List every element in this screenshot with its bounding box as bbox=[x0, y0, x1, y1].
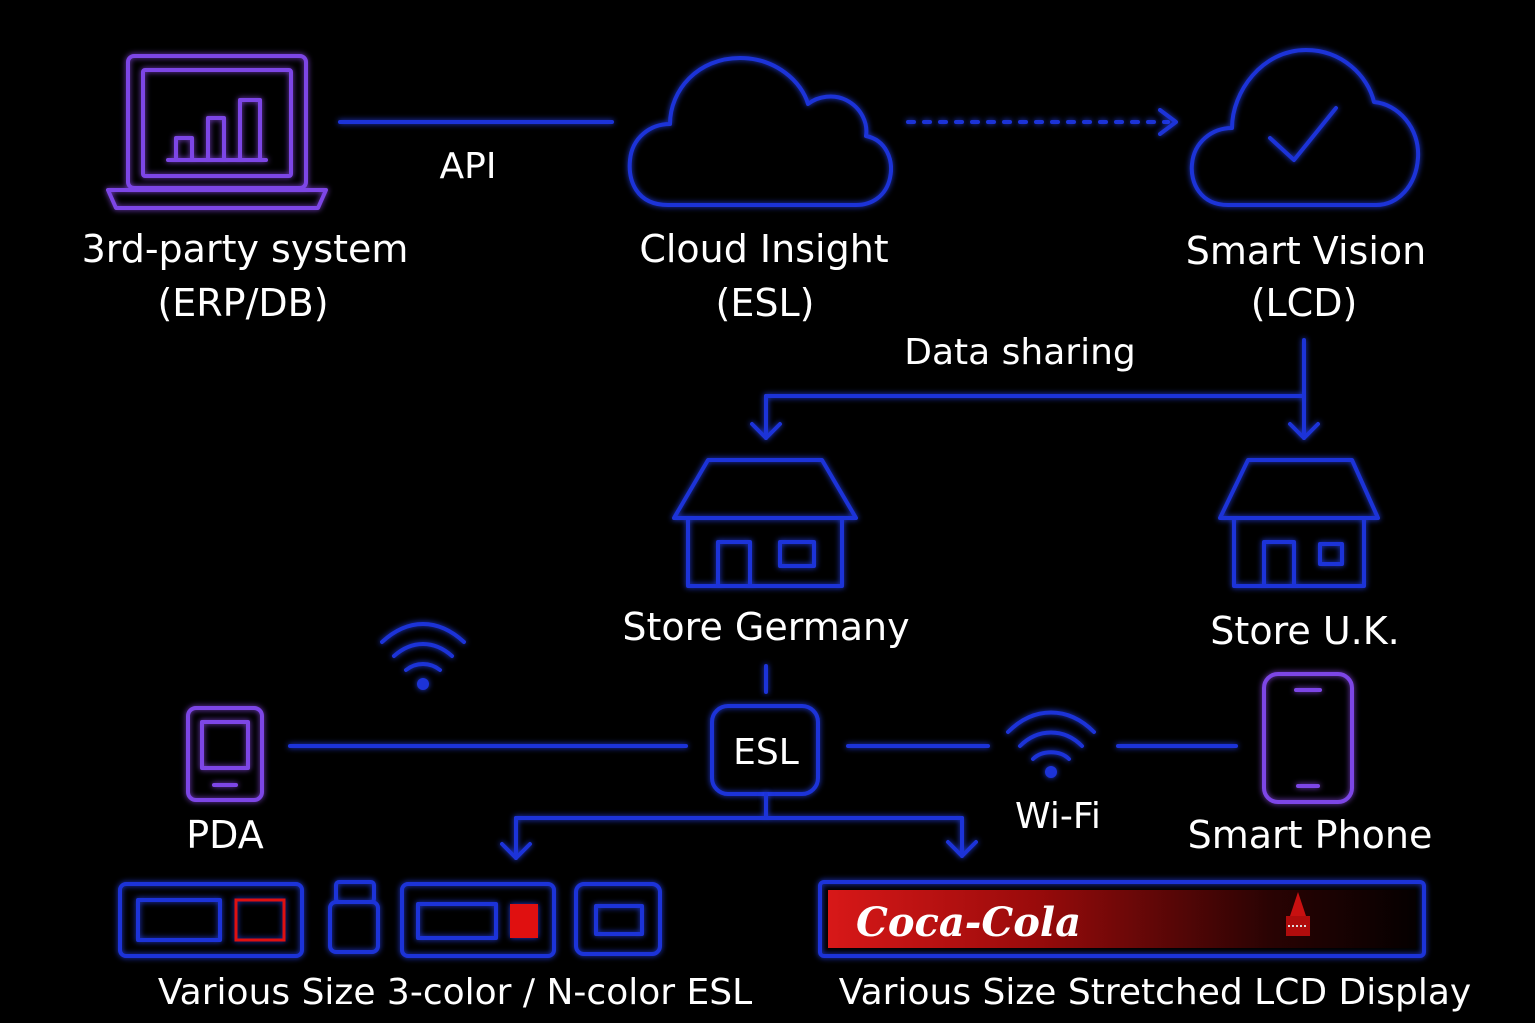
dotted-arrow-head-icon bbox=[1158, 108, 1178, 136]
store-germany-label: Store Germany bbox=[622, 605, 909, 649]
cloud-insight-label-line2: (ESL) bbox=[716, 281, 815, 325]
esl-tag-medium bbox=[400, 882, 556, 958]
smart-vision-label-line2: (LCD) bbox=[1251, 281, 1358, 325]
api-label: API bbox=[440, 146, 497, 187]
cloud-icon bbox=[627, 56, 893, 207]
esl-split-connector bbox=[500, 792, 978, 860]
store-uk-label: Store U.K. bbox=[1210, 609, 1399, 653]
store-germany-house-icon bbox=[672, 458, 858, 588]
cloud-insight-label-line1: Cloud Insight bbox=[639, 227, 888, 271]
third-party-label-line1: 3rd-party system bbox=[82, 227, 409, 271]
data-sharing-label: Data sharing bbox=[904, 332, 1136, 373]
cloud-check-icon bbox=[1189, 48, 1421, 207]
esl-caption: Various Size 3-color / N-color ESL bbox=[158, 972, 752, 1013]
smart-vision-label-line1: Smart Vision bbox=[1186, 229, 1426, 273]
data-sharing-connector bbox=[750, 338, 1320, 440]
wifi-label: Wi-Fi bbox=[1015, 796, 1101, 837]
bottle-icon bbox=[1286, 892, 1310, 936]
stretched-lcd-display: Coca-Cola bbox=[818, 880, 1426, 958]
store-uk-house-icon bbox=[1218, 458, 1380, 588]
esl-tag-mini bbox=[574, 882, 662, 956]
wifi-icon bbox=[1006, 710, 1096, 778]
esl-hub-label: ESL bbox=[733, 732, 799, 773]
wifi-icon bbox=[380, 622, 466, 690]
smartphone-icon bbox=[1262, 672, 1354, 804]
tablet-icon bbox=[186, 706, 264, 802]
lcd-brand-text: Coca-Cola bbox=[856, 899, 1081, 946]
third-party-label-line2: (ERP/DB) bbox=[157, 281, 328, 325]
smart-phone-label: Smart Phone bbox=[1188, 813, 1433, 857]
laptop-chart-icon bbox=[106, 54, 328, 210]
pda-label: PDA bbox=[186, 813, 264, 857]
esl-tag-large bbox=[118, 882, 304, 958]
esl-tag-small bbox=[328, 880, 380, 954]
lcd-caption: Various Size Stretched LCD Display bbox=[839, 972, 1471, 1013]
